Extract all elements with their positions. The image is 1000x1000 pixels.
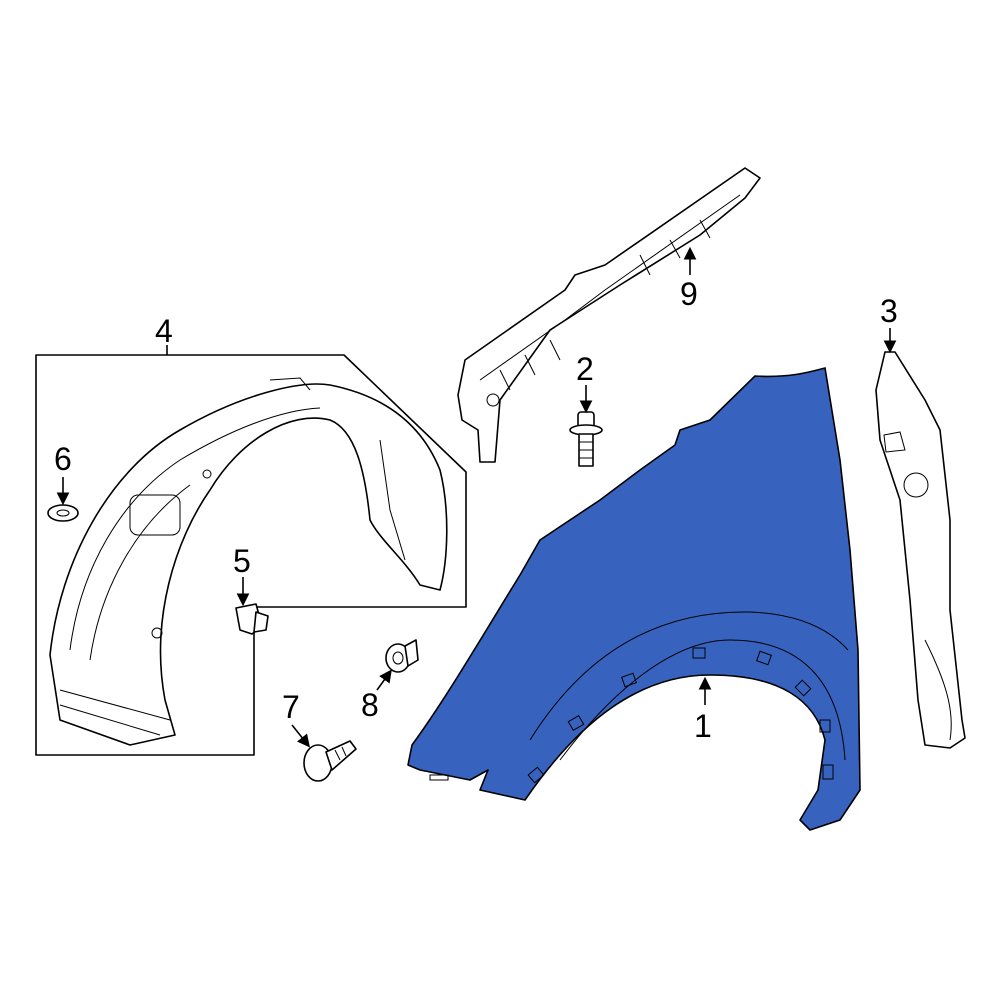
arrow-8 bbox=[376, 669, 392, 691]
callout-7: 7 bbox=[282, 689, 300, 725]
seal-part-3[interactable] bbox=[875, 351, 966, 749]
callout-arrows bbox=[56, 246, 897, 748]
arrow-7 bbox=[291, 724, 310, 748]
fender-liner[interactable] bbox=[49, 377, 448, 746]
clip-part-8[interactable] bbox=[385, 639, 419, 673]
fender-clip-holes bbox=[429, 647, 834, 784]
callout-2: 2 bbox=[576, 351, 594, 387]
bolt-part-2[interactable] bbox=[569, 411, 603, 467]
callout-6: 6 bbox=[54, 441, 72, 477]
screw-part-7[interactable] bbox=[303, 740, 357, 782]
callout-9: 9 bbox=[680, 276, 698, 312]
clip-part-5[interactable] bbox=[235, 603, 269, 635]
callout-4: 4 bbox=[155, 313, 173, 349]
callout-1: 1 bbox=[694, 708, 712, 744]
callout-8: 8 bbox=[361, 687, 379, 723]
front-fender-part-1[interactable] bbox=[407, 367, 861, 831]
callout-3: 3 bbox=[880, 293, 898, 329]
washer-part-6[interactable] bbox=[47, 504, 79, 522]
fender-bracket-part-9[interactable] bbox=[457, 167, 761, 463]
callout-5: 5 bbox=[233, 543, 251, 579]
fender-body[interactable] bbox=[407, 367, 861, 831]
liner-assembly-box bbox=[35, 354, 467, 756]
